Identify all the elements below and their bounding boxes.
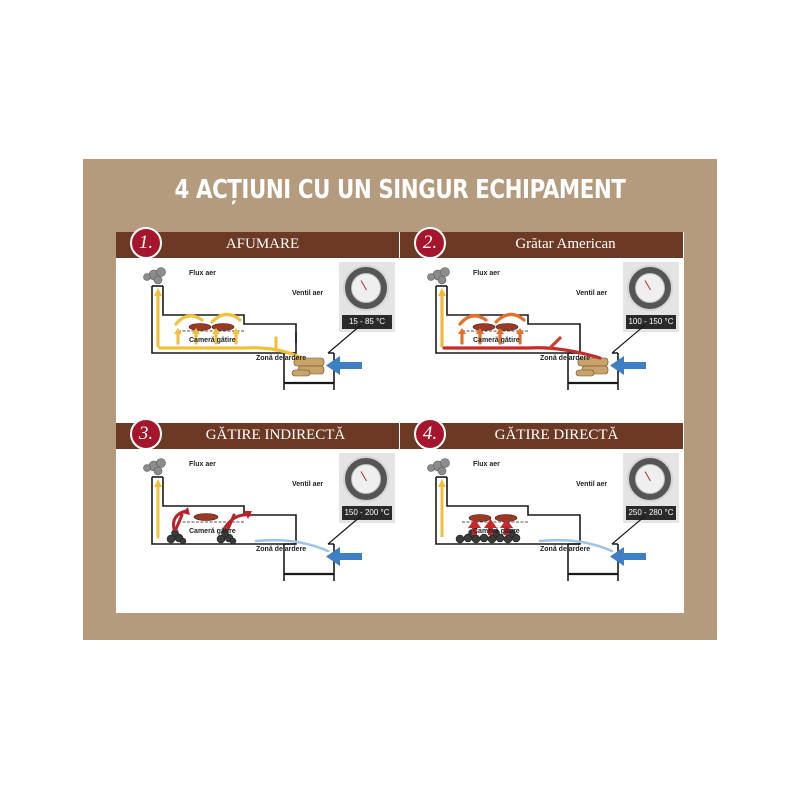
panel-grid: AFUMARE 1. 15 - 85 °C [116,227,684,613]
thermometer-gauge: 100 - 150 °C [623,262,679,332]
step-number-badge: 3. [130,418,162,450]
panel-title: GĂTIRE INDIRECTĂ [205,427,346,443]
smoker-outline [151,476,362,581]
temperature-range: 15 - 85 °C [342,315,392,329]
label-cooking-chamber: Cameră gătire [473,337,520,344]
smoke-icon [143,267,166,285]
panel-header: AFUMARE [116,232,399,258]
label-firebox: Zonă de ardere [256,546,307,553]
smoker-diagram [143,267,362,390]
air-inlet-arrow [610,547,646,566]
wood-icon [291,357,325,377]
panel-title: AFUMARE [225,236,300,252]
air-inlet-arrow [610,356,646,375]
smoker-outline [435,285,646,390]
thermometer-gauge: 15 - 85 °C [339,262,395,332]
label-air-flow: Flux aer [189,270,216,277]
air-flow-arrows [156,292,304,360]
label-cooking-chamber: Cameră gătire [473,528,520,535]
poster-title: 4 ACȚIUNI CU UN SINGUR ECHIPAMENT [174,175,626,205]
smoke-icon [143,458,166,476]
air-flow-arrows [440,292,602,360]
panel-american-grill: Grătar American 2. 100 - 150 °C [400,227,683,421]
meat-icon [472,323,519,331]
meat-icon [193,513,219,521]
step-number-badge: 4. [414,418,446,450]
label-air-flow: Flux aer [473,270,500,277]
panel-title: Grătar American [515,236,616,252]
panel-header: Grătar American [400,232,683,258]
thermometer-gauge: 150 - 200 °C [339,453,395,523]
temperature-range: 150 - 200 °C [342,506,392,520]
air-inlet-arrow [326,547,362,566]
smoker-diagram [427,458,646,581]
label-cooking-chamber: Cameră gătire [189,337,236,344]
air-inlet-light-flow [254,538,330,553]
panel-header: GĂTIRE DIRECTĂ [400,423,683,449]
label-air-flow: Flux aer [473,461,500,468]
thermometer-dial-icon [627,265,673,311]
panel-title: GĂTIRE DIRECTĂ [494,427,619,443]
label-firebox: Zonă de ardere [540,355,591,362]
wood-icon [575,357,609,377]
smoke-icon [427,267,450,285]
label-air-vent: Ventil aer [576,290,608,297]
temperature-range: 100 - 150 °C [626,315,676,329]
step-number-badge: 2. [414,227,446,259]
smoker-diagram [427,267,646,390]
panel-smoking: AFUMARE 1. 15 - 85 °C [116,227,399,421]
air-inlet-light-flow [538,538,614,553]
thermometer-dial-icon [343,265,389,311]
label-air-vent: Ventil aer [576,481,608,488]
label-air-flow: Flux aer [189,461,216,468]
thermometer-gauge: 250 - 280 °C [623,453,679,523]
air-inlet-arrow [326,356,362,375]
meat-icon [468,514,518,522]
smoker-outline [435,476,646,581]
step-number-badge: 1. [130,227,162,259]
panel-direct-cooking: GĂTIRE DIRECTĂ 4. 250 - 280 °C [400,418,683,612]
smoker-diagram [143,458,362,581]
thermometer-dial-icon [343,456,389,502]
heat-up-arrows [468,519,513,535]
temperature-range: 250 - 280 °C [626,506,676,520]
label-air-vent: Ventil aer [292,290,324,297]
meat-icon [188,323,235,331]
panel-header: GĂTIRE INDIRECTĂ [116,423,399,449]
poster-board: 4 ACȚIUNI CU UN SINGUR ECHIPAMENT AFUMAR… [83,159,717,640]
label-firebox: Zonă de ardere [540,546,591,553]
label-firebox: Zonă de ardere [256,355,307,362]
smoke-icon [427,458,450,476]
label-cooking-chamber: Cameră gătire [189,528,236,535]
smoker-outline [151,285,362,390]
panel-indirect-cooking: GĂTIRE INDIRECTĂ 3. 150 - 200 °C [116,418,399,612]
label-air-vent: Ventil aer [292,481,324,488]
thermometer-dial-icon [627,456,673,502]
